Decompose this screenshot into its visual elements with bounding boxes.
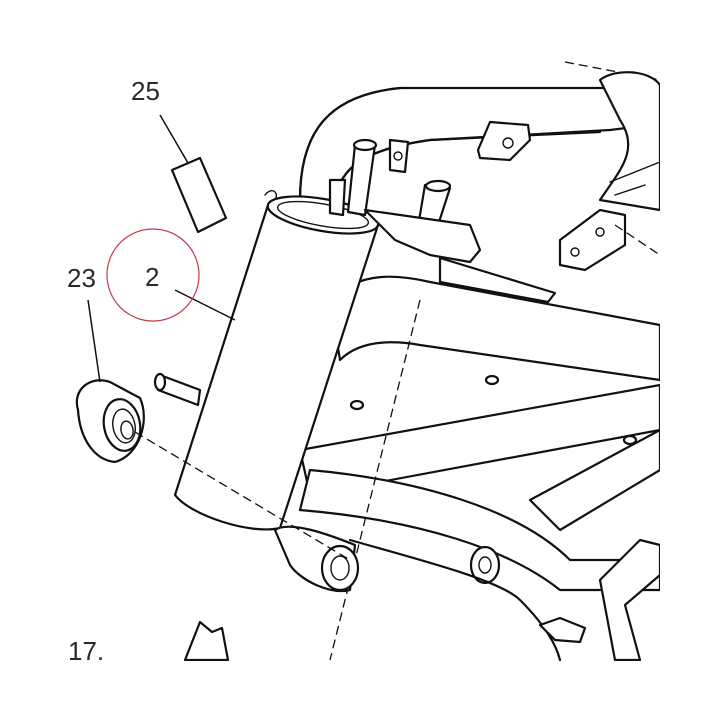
- frame-right-bracket: [598, 71, 662, 212]
- centerline-right: [614, 224, 661, 256]
- crop-mask-bottom: [0, 661, 720, 720]
- head-bracket: [363, 208, 557, 304]
- leader-23: [87, 299, 101, 383]
- lower-frame-boss: [469, 545, 501, 585]
- part-25-decal: [170, 156, 228, 234]
- callout-label-25: 25: [131, 76, 160, 106]
- part-23-grommet: [75, 379, 145, 464]
- frame-boss-3: [622, 434, 638, 446]
- frame-boss: [484, 374, 500, 386]
- callout-highlight-circle: [106, 228, 200, 322]
- callout-label-23: 23: [67, 263, 96, 293]
- leader-2: [174, 289, 236, 321]
- centerline-top: [564, 61, 661, 81]
- frame-side-bracket: [558, 208, 627, 272]
- top-tube-mount-tab: [476, 120, 532, 162]
- frame-rear-tube: [598, 538, 662, 662]
- frame-boss-2: [349, 399, 365, 411]
- centerline-vertical: [329, 299, 421, 661]
- cable-clip: [538, 616, 587, 644]
- crop-mask-right: [660, 0, 720, 720]
- cable-routing: [348, 538, 562, 662]
- side-peg: [153, 372, 202, 407]
- frame-lower-tubes: [298, 275, 662, 592]
- lower-lug: [273, 525, 360, 593]
- part-17-fragment: [183, 620, 230, 662]
- leader-25: [159, 114, 189, 164]
- callout-label-2: 2: [145, 262, 159, 292]
